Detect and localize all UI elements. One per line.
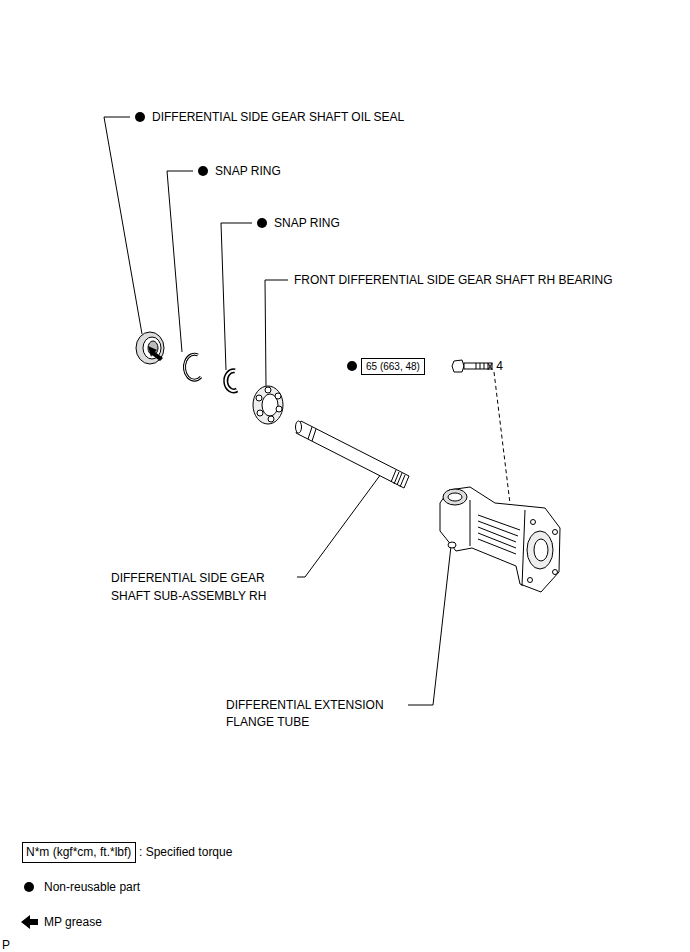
part-name: DIFFERENTIAL SIDE GEAR SHAFT OIL SEAL	[152, 110, 404, 124]
snap-ring	[226, 371, 237, 391]
quantity: x 4	[487, 359, 503, 373]
part-name: SNAP RING	[274, 216, 340, 230]
bearing	[253, 386, 283, 424]
legend-text: : Specified torque	[139, 845, 232, 859]
part-name: FRONT DIFFERENTIAL SIDE GEAR SHAFT RH BE…	[294, 273, 613, 287]
leader-line	[167, 171, 193, 352]
side-gear-shaft	[296, 421, 410, 488]
leader-line	[408, 546, 451, 705]
leader-line	[265, 280, 288, 386]
leader-line	[297, 474, 381, 577]
part-name: SNAP RING	[215, 164, 281, 178]
snap-ring	[184, 354, 201, 380]
snap-ring	[226, 371, 237, 391]
part-name: DIFFERENTIAL SIDE GEAR SHAFT SUB-ASSEMBL…	[111, 569, 291, 605]
legend-text: Non-reusable part	[44, 880, 140, 894]
box-text: N*m (kgf*cm, ft.*lbf)	[26, 845, 132, 860]
part-name: DIFFERENTIAL EXTENSION FLANGE TUBE	[226, 697, 416, 731]
torque-box: 65 (663, 48)	[361, 358, 425, 375]
box-text: 65 (663, 48)	[366, 360, 420, 373]
snap-ring	[184, 354, 201, 380]
non-reusable-dot	[24, 112, 357, 892]
mp-grease-arrow	[21, 915, 38, 929]
legend-text: MP grease	[44, 915, 102, 929]
bolt	[452, 360, 492, 372]
legend-torque-box: N*m (kgf*cm, ft.*lbf)	[22, 842, 136, 863]
leader-line	[104, 117, 142, 334]
leader-line	[221, 223, 252, 370]
dashed-line	[494, 372, 512, 520]
oil-seal	[136, 332, 164, 364]
page-code: P	[2, 938, 10, 952]
extension-flange-tube	[440, 487, 560, 592]
